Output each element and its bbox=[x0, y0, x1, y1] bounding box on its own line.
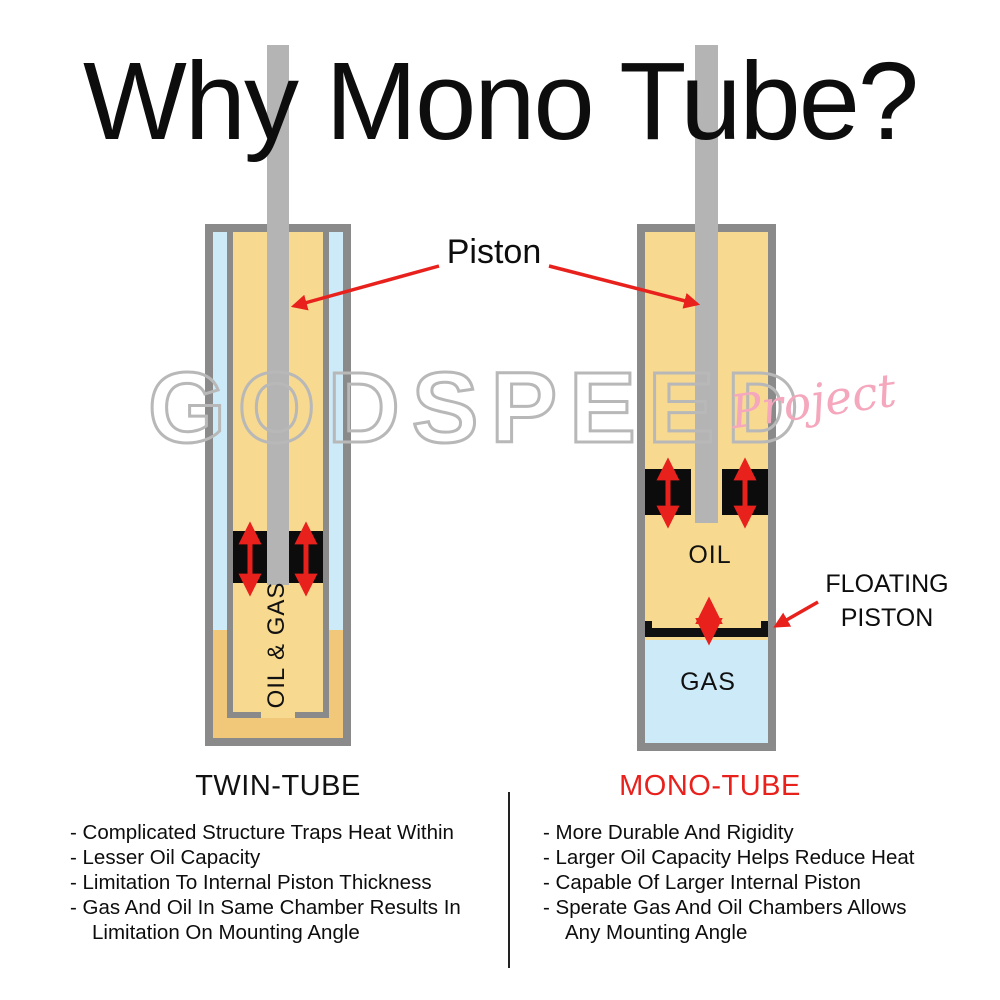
twin-point: - Gas And Oil In Same Chamber Results In… bbox=[70, 896, 461, 944]
twin-piston-block-left bbox=[233, 531, 267, 583]
twin-tube-label: TWIN-TUBE bbox=[195, 770, 361, 802]
twin-piston-rod bbox=[267, 45, 289, 585]
inner-tube-bottom-lip-left bbox=[233, 712, 261, 718]
floating-piston bbox=[645, 621, 768, 637]
mono-piston-block-right bbox=[722, 469, 768, 515]
twin-piston-block-right bbox=[289, 531, 323, 583]
mono-piston-block-left bbox=[645, 469, 691, 515]
twin-point: - Lesser Oil Capacity bbox=[70, 846, 261, 869]
floating-piston-callout-label: FLOATING PISTON bbox=[812, 568, 962, 636]
twin-point: - Complicated Structure Traps Heat Withi… bbox=[70, 821, 454, 844]
twin-oil-gas-label: OIL & GAS bbox=[263, 581, 290, 709]
mono-piston-rod bbox=[695, 45, 718, 523]
mono-tube-label: MONO-TUBE bbox=[619, 770, 801, 802]
floating-piston-label-line1: FLOATING bbox=[825, 570, 949, 598]
inner-tube-bottom-lip-right bbox=[295, 712, 323, 718]
mono-oil-label: OIL bbox=[688, 541, 732, 569]
twin-point: - Limitation To Internal Piston Thicknes… bbox=[70, 871, 432, 894]
mono-point: - More Durable And Rigidity bbox=[543, 821, 794, 844]
twin-tube-points-list: - Complicated Structure Traps Heat Withi… bbox=[70, 820, 525, 945]
floating-piston-lip-right bbox=[761, 621, 768, 637]
mono-point: - Capable Of Larger Internal Piston bbox=[543, 871, 861, 894]
column-divider bbox=[508, 792, 510, 968]
watermark-godspeed: GODSPEED bbox=[147, 352, 811, 464]
mono-point: - Larger Oil Capacity Helps Reduce Heat bbox=[543, 846, 915, 869]
mono-gas-chamber bbox=[645, 640, 768, 743]
floating-piston-label-line2: PISTON bbox=[840, 603, 934, 632]
mono-gas-label: GAS bbox=[680, 668, 736, 696]
piston-callout-label: Piston bbox=[446, 233, 542, 271]
page-title: Why Mono Tube? bbox=[82, 40, 919, 163]
mono-tube-points-list: - More Durable And Rigidity - Larger Oil… bbox=[543, 820, 998, 945]
floating-piston-lip-left bbox=[645, 621, 652, 637]
mono-point: - Sperate Gas And Oil Chambers Allows An… bbox=[543, 896, 907, 944]
